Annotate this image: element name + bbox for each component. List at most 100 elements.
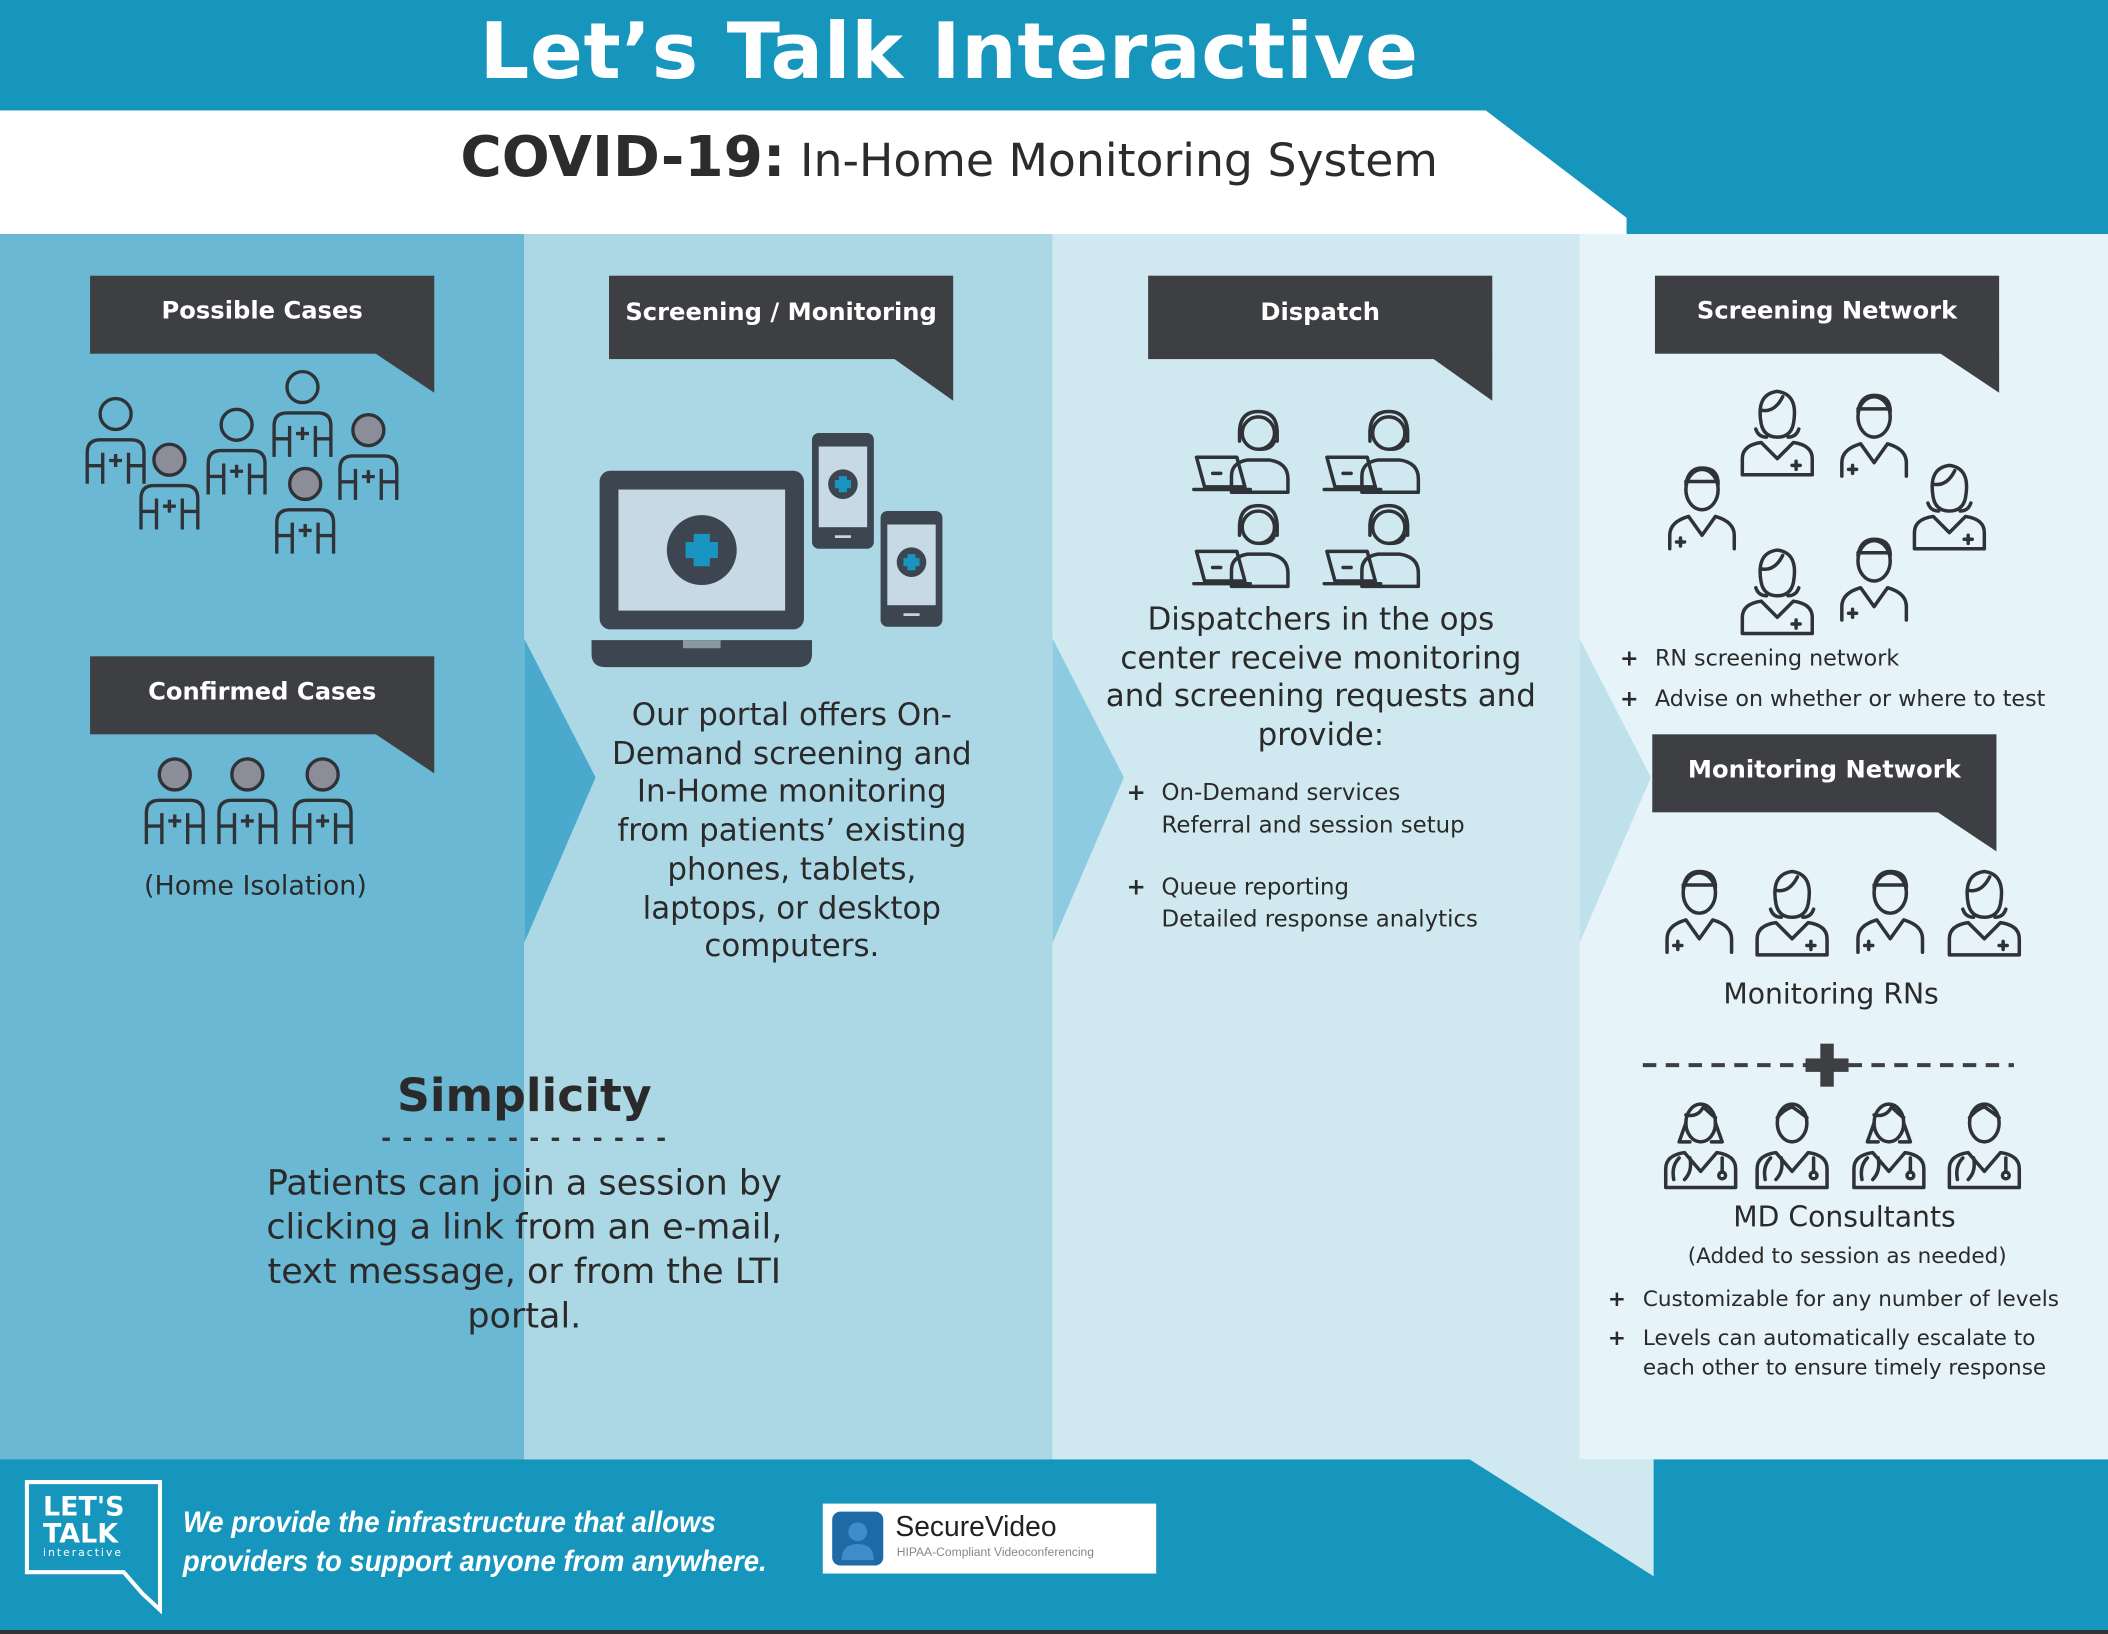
column-cases	[0, 234, 525, 1461]
bullet-line: Referral and session setup	[1161, 812, 1465, 840]
screening-network-label: Screening Network	[1654, 275, 2000, 354]
sick-person-icon	[290, 756, 355, 847]
simplicity-title: Simplicity	[396, 1069, 652, 1123]
logo-text: LET'S TALK interactive	[43, 1493, 124, 1560]
monitoring-network-label: Monitoring Network	[1652, 734, 1997, 813]
nurse-icon	[1737, 383, 1818, 477]
bullet-line: Queue reporting	[1161, 874, 1350, 902]
securevideo-logo: SecureVideo HIPAA-Compliant Videoconfere…	[822, 1503, 1157, 1574]
dispatcher-icon	[1191, 403, 1299, 497]
label-tail-icon	[1938, 352, 2000, 393]
tagline-line: We provide the infrastructure that allow…	[182, 1504, 716, 1539]
bullet-text: RN screening network	[1654, 645, 1900, 672]
nurse-icon	[1909, 457, 1990, 551]
bullet-line: Detailed response analytics	[1161, 906, 1478, 934]
person-icon	[270, 369, 335, 460]
label-text: Dispatch	[1260, 298, 1380, 327]
footer-tagline: We provide the infrastructure that allow…	[183, 1502, 767, 1580]
plus-icon: +	[1607, 1324, 1626, 1351]
md-bullets: +Customizable for any number of levels +…	[1608, 1284, 2065, 1396]
subtitle-band	[0, 110, 1627, 235]
column-screening	[524, 234, 1053, 1461]
lets-talk-logo: LET'S TALK interactive	[24, 1479, 164, 1615]
label-text: Monitoring Network	[1687, 755, 1961, 785]
label-text: Possible Cases	[161, 297, 363, 326]
md-consultants-subtitle: (Added to session as needed)	[1687, 1242, 2007, 1269]
logo-line: LET'S	[43, 1490, 125, 1523]
dispatch-label: Dispatch	[1148, 275, 1493, 360]
page-title: Let’s Talk Interactive	[479, 5, 1419, 97]
person-icon	[204, 406, 269, 497]
screening-monitoring-label: Screening / Monitoring	[609, 275, 954, 360]
doctor-icon	[1660, 1096, 1741, 1190]
nurse-icon	[1737, 542, 1818, 636]
logo-line: TALK	[43, 1517, 119, 1550]
bullet-line: On-Demand services	[1161, 780, 1401, 807]
column-dispatch	[1052, 234, 1580, 1461]
securevideo-name: SecureVideo	[895, 1511, 1057, 1543]
possible-cases-label: Possible Cases	[90, 275, 435, 354]
dispatcher-icon	[1322, 403, 1430, 497]
dispatch-description: Dispatchers in the ops center receive mo…	[1105, 602, 1536, 754]
nurse-icon	[1752, 863, 1833, 957]
plus-icon: +	[1620, 645, 1639, 672]
subtitle-bold: COVID-19:	[460, 123, 786, 190]
label-tail-icon	[373, 352, 435, 393]
sick-person-icon	[215, 756, 280, 847]
tagline-line: providers to support anyone from anywher…	[182, 1543, 767, 1578]
sick-person-icon	[336, 412, 401, 503]
simplicity-description: Patients can join a session by clicking …	[266, 1163, 783, 1337]
label-text: Screening / Monitoring	[625, 298, 937, 327]
label-tail-icon	[892, 357, 954, 401]
nurse-icon	[1834, 531, 1915, 625]
simplicity-divider: - - - - - - - - - - - - - -	[381, 1124, 668, 1153]
footer-bottom-line	[0, 1630, 2108, 1634]
plus-icon: +	[1607, 1285, 1626, 1312]
doctor-icon	[1752, 1096, 1833, 1190]
confirmed-cases-label: Confirmed Cases	[90, 656, 435, 735]
nurse-icon	[1659, 863, 1740, 957]
chevron-arrow-icon	[524, 638, 596, 943]
bullet-item: +Customizable for any number of levels	[1608, 1284, 2065, 1314]
nurse-icon	[1662, 460, 1743, 554]
bullet-text: Advise on whether or where to test	[1654, 685, 2046, 712]
securevideo-icon	[832, 1511, 884, 1566]
monitoring-rns-title: Monitoring RNs	[1723, 977, 1939, 1011]
label-tail-icon	[1935, 810, 1997, 852]
label-tail-icon	[1431, 357, 1493, 401]
nurse-icon	[1834, 387, 1915, 481]
doctor-icon	[1849, 1096, 1930, 1190]
page-subtitle: COVID-19: In-Home Monitoring System	[0, 124, 1898, 190]
label-tail-icon	[373, 732, 435, 774]
subtitle-rest: In-Home Monitoring System	[785, 134, 1438, 189]
dispatcher-icon	[1191, 498, 1299, 592]
nurse-icon	[1850, 863, 1931, 957]
portal-description: Our portal offers On-Demand screening an…	[612, 698, 972, 965]
label-text: Screening Network	[1696, 297, 1958, 326]
plus-icon: +	[1620, 685, 1639, 712]
label-text: Confirmed Cases	[148, 677, 377, 707]
md-consultants-title: MD Consultants	[1733, 1200, 1956, 1234]
devices-icon	[591, 433, 943, 668]
bullet-item: +Levels can automatically escalate to ea…	[1608, 1323, 2065, 1382]
column-network	[1579, 234, 2108, 1461]
bullet-item: + Advise on whether or where to test	[1620, 683, 2104, 715]
dashed-plus-divider	[1642, 1043, 2014, 1087]
bullet-item: + RN screening network	[1620, 643, 2104, 675]
securevideo-tagline: HIPAA-Compliant Videoconferencing	[896, 1545, 1095, 1559]
possible-cases-icons	[81, 366, 417, 568]
screening-bullets: + RN screening network + Advise on whether…	[1620, 643, 2104, 729]
chevron-arrow-icon	[1579, 638, 1651, 943]
sick-person-icon	[273, 465, 338, 556]
nurse-icon	[1944, 863, 2025, 957]
sick-person-icon	[143, 756, 208, 847]
plus-icon: +	[1126, 780, 1146, 807]
plus-icon: +	[1126, 874, 1146, 902]
logo-line: interactive	[43, 1546, 123, 1559]
chevron-arrow-icon	[1052, 638, 1124, 943]
dispatcher-icon	[1322, 498, 1430, 592]
